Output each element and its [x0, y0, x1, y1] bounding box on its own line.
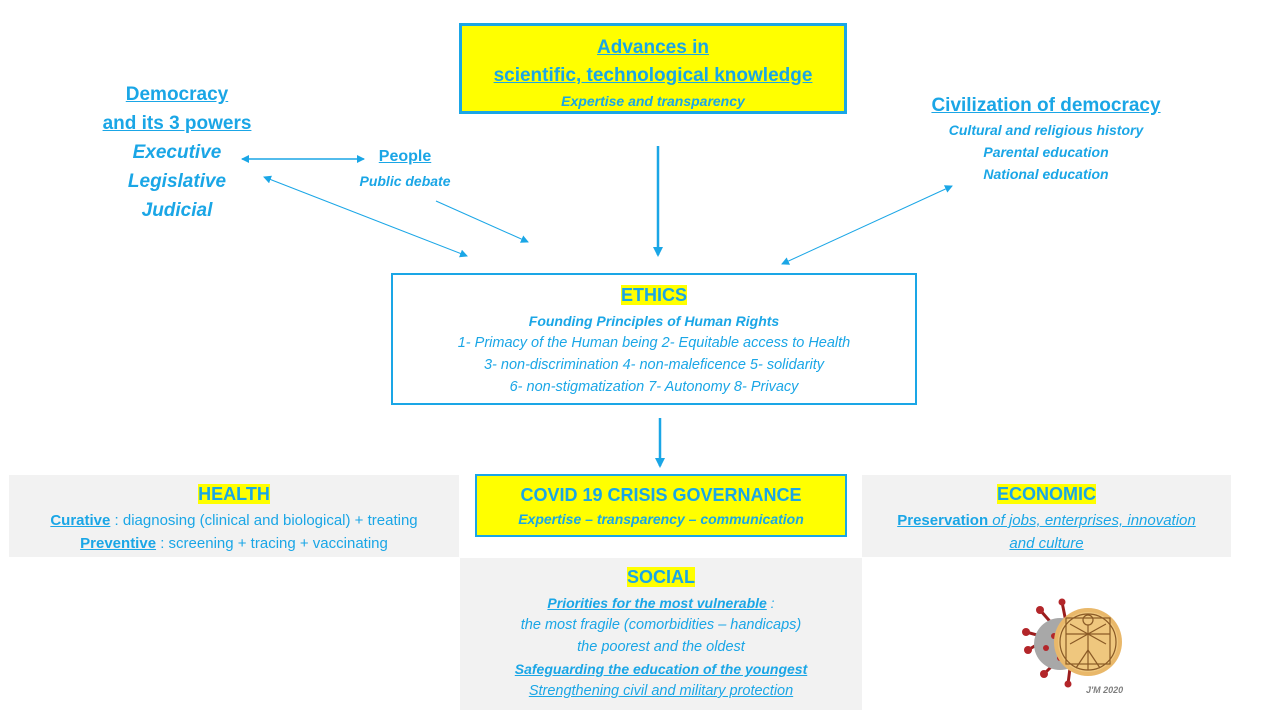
- power-executive: Executive: [132, 142, 222, 163]
- ethics-principles-line: 3- non-discrimination 4- non-maleficence…: [483, 357, 825, 373]
- civilization-item: Parental education: [983, 144, 1109, 160]
- health-panel: HEALTH Curative : diagnosing (clinical a…: [9, 475, 459, 557]
- advances-box: Advances in scientific, technological kn…: [459, 23, 847, 114]
- arrow-civilization-ethics: [781, 185, 953, 265]
- social-panel: SOCIAL Priorities for the most vulnerabl…: [460, 558, 862, 710]
- social-title: SOCIAL: [626, 567, 695, 587]
- social-line: Safeguarding the education of the younge…: [514, 661, 808, 677]
- governance-box: COVID 19 CRISIS GOVERNANCE Expertise – t…: [475, 474, 847, 537]
- social-priorities-line: Priorities for the most vulnerable :: [460, 592, 862, 614]
- preservation-label: Preservation: [897, 512, 989, 529]
- advances-line1: Advances in: [597, 37, 709, 58]
- ethics-principles-line: 1- Primacy of the Human being 2- Equitab…: [457, 335, 851, 351]
- economic-text2: and culture: [1009, 535, 1084, 552]
- economic-title: ECONOMIC: [997, 484, 1096, 504]
- democracy-line2: and its 3 powers: [102, 113, 252, 134]
- priorities-label: Priorities for the most vulnerable: [547, 595, 767, 611]
- health-curative-line: Curative : diagnosing (clinical and biol…: [9, 509, 459, 532]
- preventive-label: Preventive: [80, 535, 157, 552]
- social-line: the poorest and the oldest: [577, 639, 745, 655]
- governance-title: COVID 19 CRISIS GOVERNANCE: [520, 485, 802, 505]
- social-line: Strengthening civil and military protect…: [528, 683, 794, 699]
- health-preventive-line: Preventive : screening + tracing + vacci…: [9, 532, 459, 555]
- people-title: People: [378, 148, 432, 165]
- civilization-item: National education: [983, 166, 1109, 182]
- arrow-people-ethics: [435, 200, 529, 243]
- signature: J'M 2020: [1086, 685, 1124, 695]
- democracy-block: Democracy and its 3 powers Executive Leg…: [77, 80, 277, 225]
- arrow-democracy-ethics: [263, 175, 468, 258]
- people-block: People Public debate: [335, 146, 475, 194]
- social-line: the most fragile (comorbidities – handic…: [520, 617, 802, 633]
- ethics-box: ETHICS Founding Principles of Human Righ…: [391, 273, 917, 405]
- curative-text: : diagnosing (clinical and biological) +…: [110, 512, 418, 529]
- civilization-title: Civilization of democracy: [931, 95, 1161, 116]
- civilization-item: Cultural and religious history: [948, 122, 1144, 138]
- ethics-title: ETHICS: [620, 285, 687, 305]
- power-legislative: Legislative: [127, 171, 227, 192]
- preventive-text: : screening + tracing + vaccinating: [156, 535, 388, 552]
- people-sub: Public debate: [359, 173, 451, 189]
- curative-label: Curative: [50, 512, 111, 529]
- priorities-suffix: :: [766, 595, 775, 611]
- advances-line2: scientific, technological knowledge: [493, 65, 813, 86]
- civilization-block: Civilization of democracy Cultural and r…: [896, 93, 1196, 185]
- ethics-principles-line: 6- non-stigmatization 7- Autonomy 8- Pri…: [509, 379, 799, 395]
- power-judicial: Judicial: [141, 200, 213, 221]
- ethics-subtitle: Founding Principles of Human Rights: [528, 313, 780, 329]
- economic-line1: Preservation of jobs, enterprises, innov…: [862, 509, 1231, 532]
- economic-panel: ECONOMIC Preservation of jobs, enterpris…: [862, 475, 1231, 557]
- governance-sub: Expertise – transparency – communication: [518, 511, 804, 527]
- advances-sub: Expertise and transparency: [561, 93, 745, 109]
- democracy-line1: Democracy: [125, 84, 229, 105]
- vitruvian-virus-emblem: [1022, 598, 1122, 688]
- economic-text1: of jobs, enterprises, innovation: [988, 512, 1196, 529]
- health-title: HEALTH: [198, 484, 270, 504]
